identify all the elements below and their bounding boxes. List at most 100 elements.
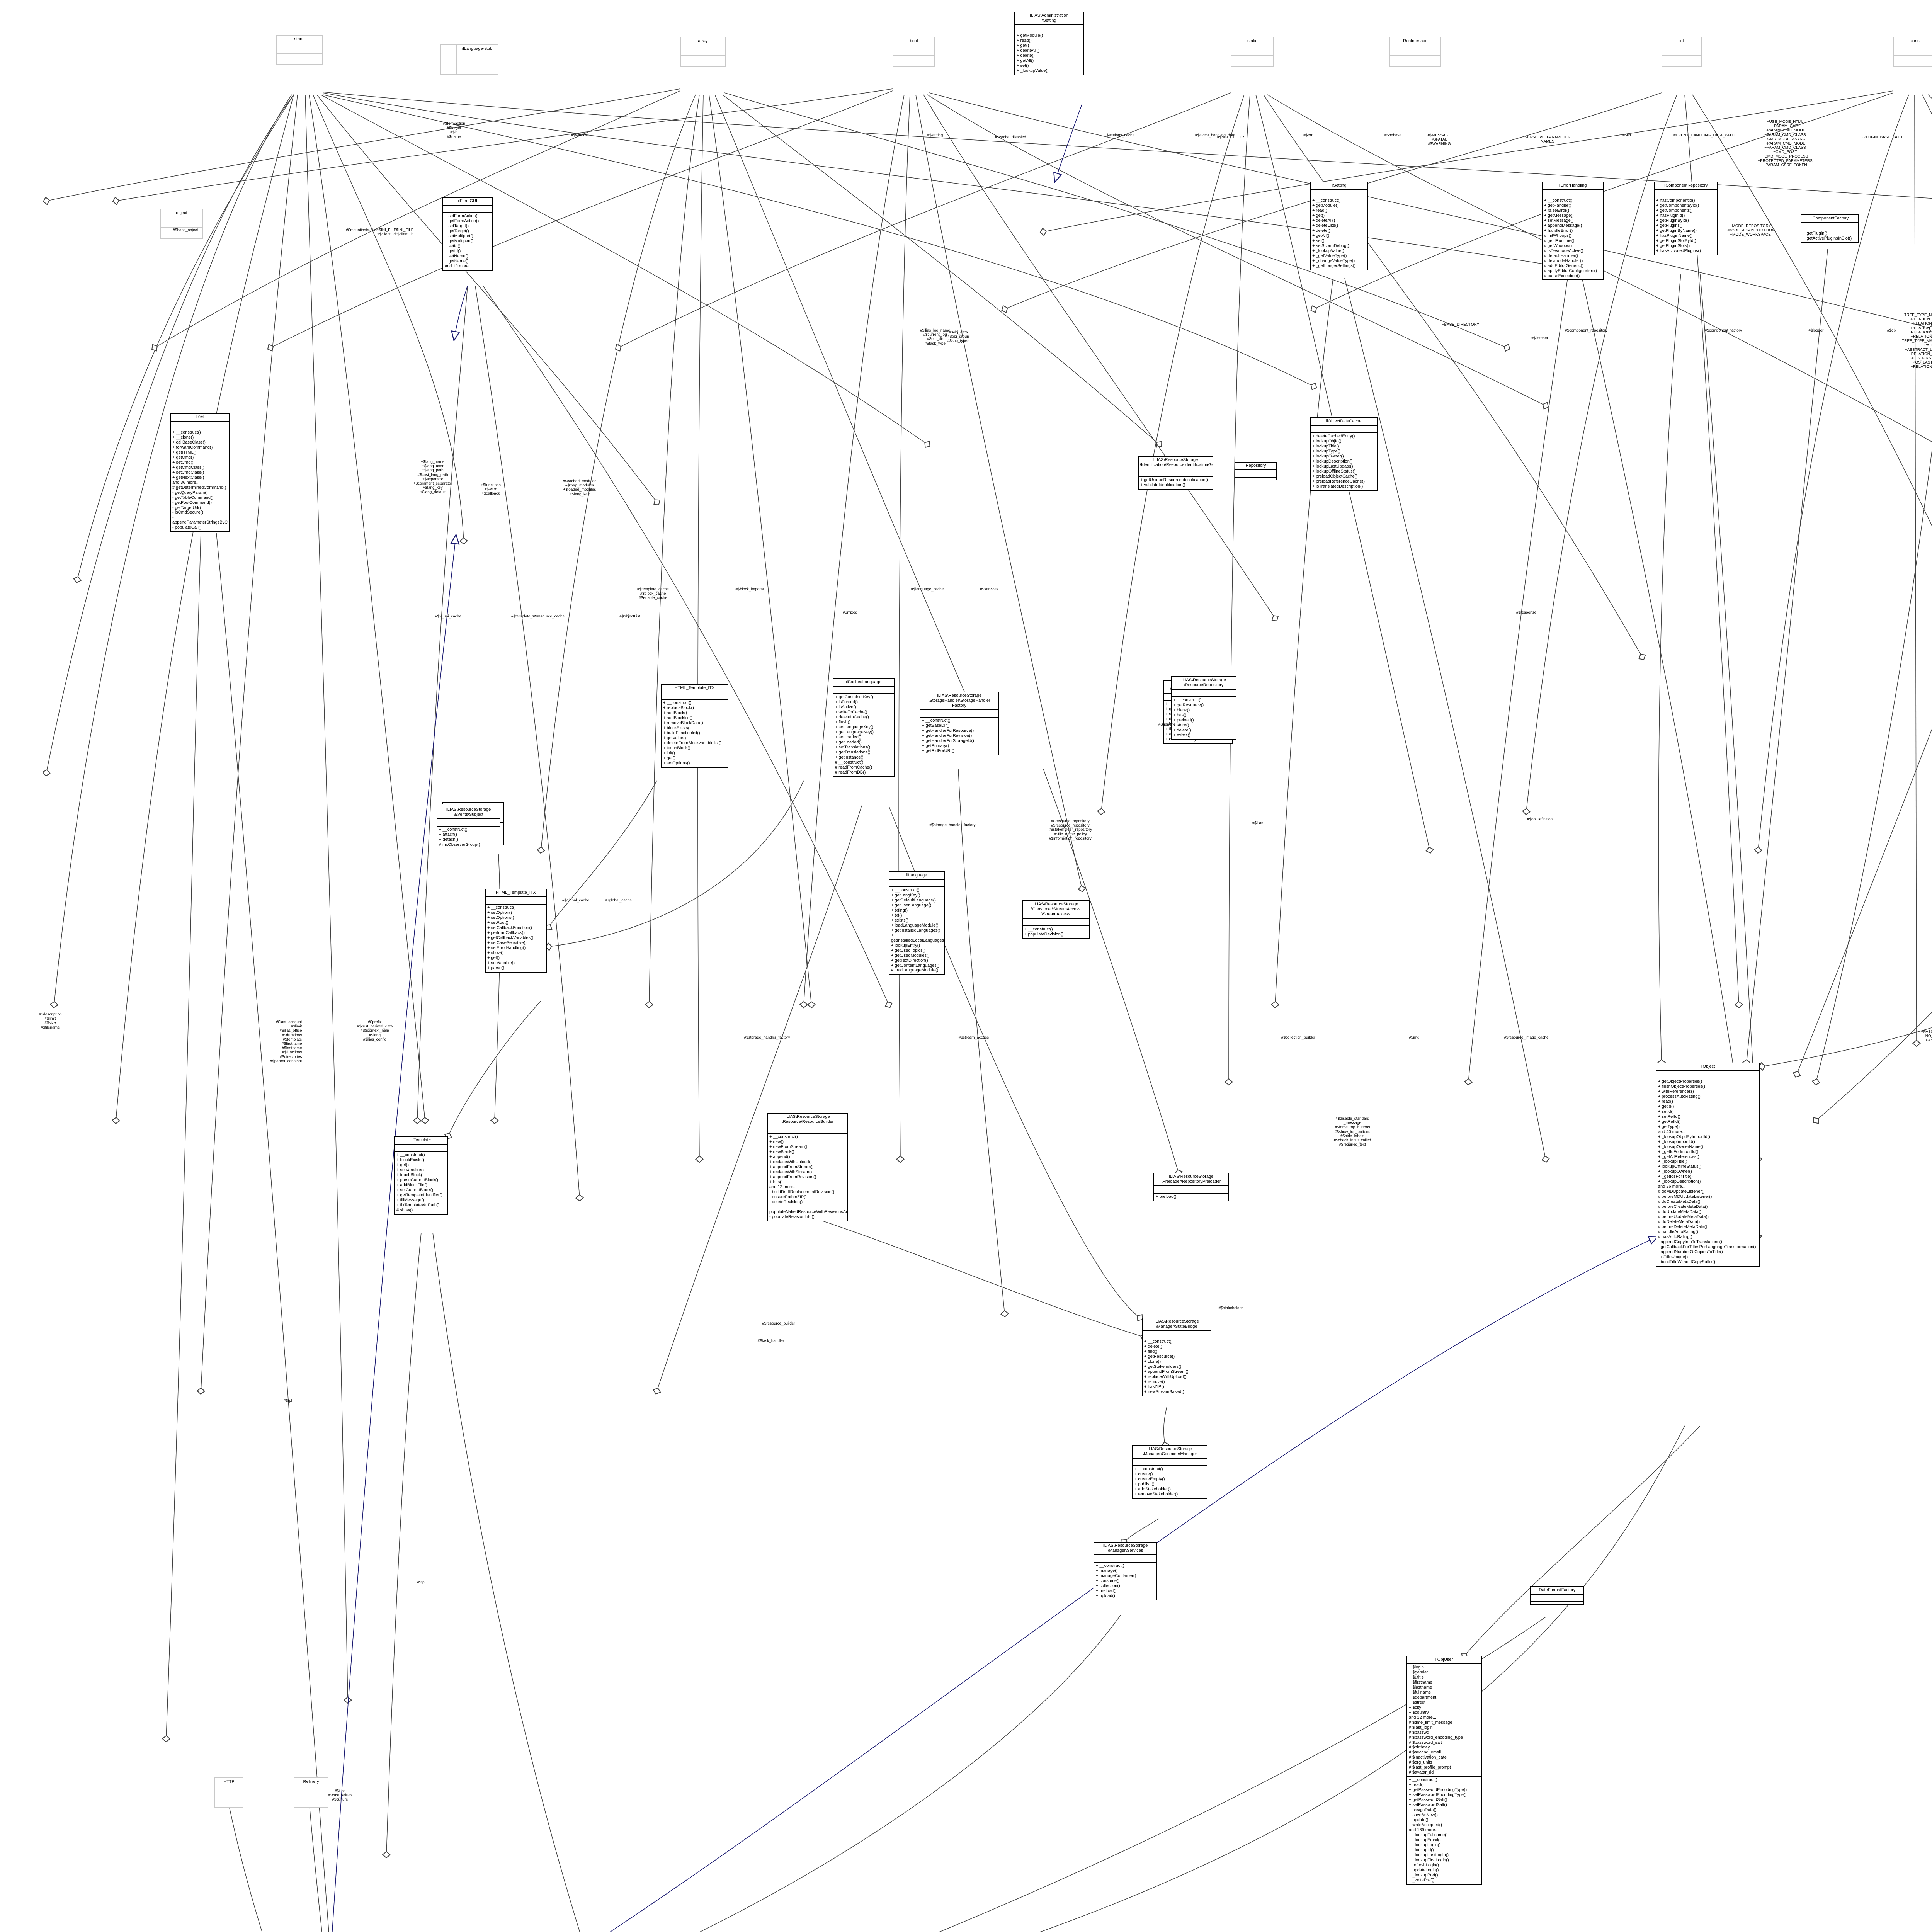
class-node-ilObject-stub[interactable]: object [160, 209, 203, 239]
class-node-ilFormatMail[interactable]: ilSetting+ __construct() + getModule() +… [1310, 182, 1368, 270]
class-node-title: Repository [1235, 463, 1276, 470]
class-node-Refinery[interactable]: Refinery [294, 1777, 328, 1808]
class-node-title: const [1894, 37, 1932, 45]
class-node-ilResourceStorageEventsSubject[interactable]: ILIAS\ResourceStorage \Events\Subject+ _… [437, 806, 500, 849]
class-node-attributes [1154, 1186, 1228, 1194]
class-node-ilObjUser[interactable]: ilObjUser+ $login + $gender + $utitle + … [1406, 1656, 1482, 1885]
class-node-ResourceBuilder[interactable]: ILIAS\ResourceStorage \Resource\Resource… [767, 1113, 848, 1222]
edge-label-l-cache: #$cached_modules #$map_modules +$loaded_… [563, 479, 597, 497]
class-node-ilCtrl[interactable]: ilCtrl+ __construct() + __clone() + call… [170, 413, 230, 532]
class-node-ManagerServices[interactable]: ILIAS\ResourceStorage \Manager\Services+… [1094, 1542, 1157, 1600]
class-node-operations [1662, 56, 1701, 66]
class-node-title: ILIAS\Administration \Setting [1015, 12, 1083, 25]
edge-label-l-mixed: #$mixed [843, 611, 857, 615]
edge-label-l-global-cache: #$global_cache [562, 898, 590, 903]
class-node-DateFormatFactory[interactable]: DateFormatFactory [1530, 1586, 1584, 1605]
class-node-ManagerStateBridge[interactable]: ILIAS\ResourceStorage \Manager\StateBrid… [1142, 1318, 1211, 1396]
edge-label-l-logger: #$logger [1808, 328, 1824, 333]
edge-label-l-template-vars: #$template_vars [511, 614, 540, 619]
class-node-attributes [1801, 223, 1858, 230]
class-node-attributes [1172, 690, 1236, 697]
class-node-operations [294, 1796, 328, 1807]
class-node-title: HTML_Template_ITX [662, 685, 728, 692]
class-node-operations: + getPlugin() + getActivePluginsInSlot() [1803, 231, 1852, 241]
class-node-title: ilErrorHandling [1543, 182, 1603, 190]
class-node-ilErrorHandling[interactable]: ilErrorHandling + __construct() + getHand… [1542, 182, 1604, 281]
edge-label-l-lib: #$lib [1622, 133, 1631, 138]
class-node-const[interactable]: const [1893, 37, 1932, 67]
class-node-HTML_Template_ITX[interactable]: HTML_Template_ITX + __construct() + repla… [661, 684, 728, 768]
edge-label-l-settings-cache: $settings_cache [1106, 133, 1135, 138]
class-node-title: HTTP [215, 1778, 243, 1786]
edge-label-l-obj-data2: #$task_handler [757, 1339, 784, 1343]
class-node-operations: + __construct() + getModule() + read() +… [1312, 198, 1356, 268]
class-node-operations [1231, 56, 1273, 66]
class-node-title: ilCtrl [171, 414, 229, 422]
class-node-ILIAS-Administration-Setting[interactable]: ILIAS\Administration \Setting+ getModule… [1014, 12, 1084, 75]
class-node-attributes [833, 687, 894, 694]
class-node-title: ILIAS\ResourceStorage \Manager\Container… [1133, 1446, 1207, 1459]
class-node-operations: + __construct() + replaceBlock() + addBl… [663, 700, 722, 765]
class-node-operations [457, 63, 498, 74]
class-node-title: ilFormGUI [443, 198, 492, 206]
class-node-ilObject[interactable]: ilObject+ getObjectProperties() + flushO… [1656, 1063, 1760, 1267]
class-node-operations: + setFormAction() + getFormAction() + se… [445, 213, 479, 269]
class-node-attributes [1015, 25, 1083, 32]
edge-label-l-db-unit-cache: #$2_uni_cache [435, 614, 461, 619]
class-node-HTML_Template_ITX2[interactable]: HTML_Template_ITX+ __construct() + setOp… [485, 889, 547, 973]
class-node-operations: + __construct() + getHandler() + raiseEr… [1544, 198, 1597, 278]
class-node-operations: + __construct() + blockExists() + get() … [396, 1152, 442, 1213]
class-node-ilResourceStorageIdentification[interactable]: ILIAS\ResourceStorage \Identification\Re… [1138, 456, 1213, 490]
class-node-attributes [1662, 45, 1701, 56]
edge-label-l-services: #$services [980, 587, 998, 592]
class-node-ilLanguage[interactable]: ilCachedLanguage+ getContainerKey() + is… [833, 678, 895, 777]
class-node-RunInterface[interactable]: RunInterface [1389, 37, 1441, 67]
class-node-operations: + __construct() + attach() + detach() # … [439, 827, 480, 847]
class-node-operations [1531, 1602, 1583, 1604]
class-node-title: static [1231, 37, 1273, 45]
class-node-attributes [1023, 919, 1089, 926]
class-node-static[interactable]: static [1231, 37, 1274, 67]
class-node-operations: + __construct() + getLangKey() + getDefa… [891, 888, 945, 973]
class-node-attributes [681, 45, 725, 56]
class-node-attributes [1133, 1459, 1207, 1466]
class-node-attributes [1311, 190, 1367, 197]
class-node-ResourceStorageConsumer[interactable]: ILIAS\ResourceStorage \Consumer\StreamAc… [1022, 900, 1090, 939]
class-node-ilUtil[interactable]: ilLanguage-stub [456, 44, 498, 75]
class-node-attributes [1311, 426, 1377, 433]
class-node-HTTP[interactable]: HTTP [214, 1777, 243, 1808]
class-node-ilResourceStorageRepository[interactable]: ILIAS\ResourceStorage \ResourceRepositor… [1171, 676, 1236, 740]
class-node-PreloadRepository[interactable]: ILIAS\ResourceStorage \Preloader\Reposit… [1153, 1173, 1229, 1201]
class-node-StorageHandlerFactory[interactable]: ILIAS\ResourceStorage \StorageHandler\St… [920, 692, 999, 755]
edge-label-l-ini: +$INI_FILE +$client_id [394, 228, 414, 237]
class-node-ilFormGUI[interactable]: ilFormGUI + setFormAction() + getFormActi… [442, 197, 493, 271]
class-node-bool[interactable]: bool [893, 37, 935, 67]
class-node-ilComponentRepository[interactable]: ilComponentRepository+ hasComponentId() … [1654, 182, 1718, 255]
edge-label-l-object-list: #$objectList [619, 614, 640, 619]
class-node-string[interactable]: string [276, 35, 323, 65]
class-node-operations: + preload() [1156, 1194, 1177, 1199]
class-node-attributes [215, 1786, 243, 1796]
edge-label-l-obj-label: #$tpl [284, 1399, 292, 1403]
class-node-title: HTML_Template_ITX [486, 889, 546, 897]
class-node-attributes [437, 819, 500, 827]
class-node-operations: + __construct() + getBaseDir() + getHand… [922, 718, 974, 753]
class-node-ilObjectDataCache[interactable]: ilObjectDataCache+ deleteCachedEntry() +… [1310, 417, 1378, 491]
class-node-title: string [277, 36, 322, 43]
class-node-title: ILIAS\ResourceStorage \ResourceRepositor… [1172, 677, 1236, 690]
class-node-title: array [681, 37, 725, 45]
edge-label-l-use-mode-html: ~USE_MODE_HTML ~PARAM_CMD ~PARAM_CMD_MOD… [1758, 120, 1813, 167]
class-node-attributes [1235, 470, 1276, 478]
class-node-int[interactable]: int [1662, 37, 1702, 67]
edge-label-l-event-handling: #$event_handling_data [1195, 133, 1235, 138]
class-node-array[interactable]: array [680, 37, 726, 67]
class-node-ilTemplate[interactable]: ilTemplate+ __construct() + blockExists(… [394, 1136, 448, 1215]
class-node-Repository[interactable]: Repository [1235, 462, 1277, 480]
edge-label-l-ilias3: #$ilias #$cust_values #$culture [328, 1789, 352, 1802]
class-node-ManagerContainerManager[interactable]: ILIAS\ResourceStorage \Manager\Container… [1132, 1445, 1208, 1499]
edge-label-l-language-cache: #$language_cache [911, 587, 944, 592]
class-node-title: Refinery [294, 1778, 328, 1786]
edge-label-l-component-repository: #$component_repository [1565, 328, 1608, 333]
class-node-ilComponentFactory[interactable]: ilComponentFactory+ getPlugin() + getAct… [1801, 214, 1859, 243]
class-node-ilLanguage2[interactable]: ilLanguage+ __construct() + getLangKey()… [889, 871, 945, 975]
